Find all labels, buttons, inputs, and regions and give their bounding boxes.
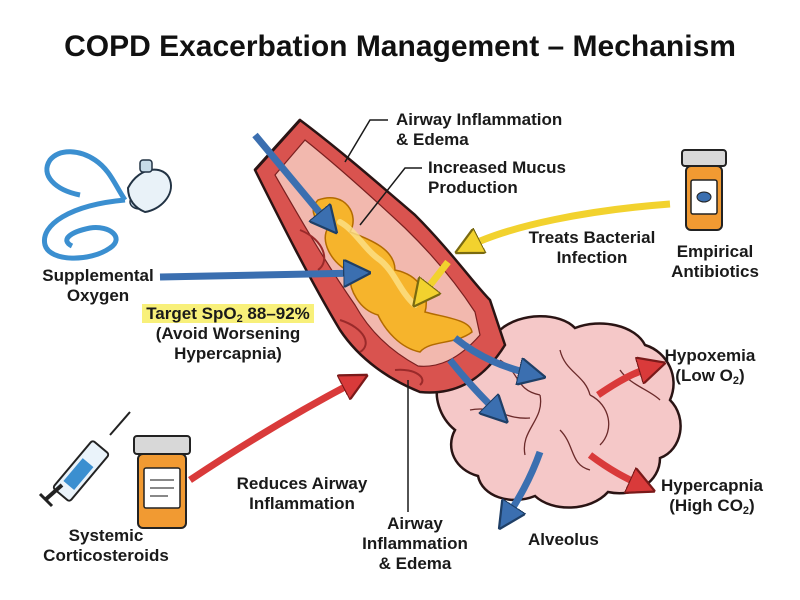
antibiotic-bottle-icon [681,149,727,231]
antibiotic-action-arrow [465,200,671,248]
label-airway-inflammation-bottom: Airway Inflammation & Edema [362,514,468,573]
oxygen-delivery-arrow [159,273,360,277]
leader-mucus [359,167,422,226]
corticosteroid-action-arrow [188,380,358,483]
airflow-arrow-alveolus-out [505,450,544,520]
page-title: COPD Exacerbation Management – Mechanism [64,30,736,63]
antibiotic-mucus-arrow [420,259,451,298]
label-hypercapnia: Hypercapnia (High CO2) [660,476,764,517]
label-hypoxemia: Hypoxemia (Low O2) [664,346,756,387]
corticosteroid-bottle-icon [133,435,191,529]
airflow-arrow-to-alveolus-1 [452,335,535,375]
target-highlight: Target SpO2 88–92% [142,304,314,325]
label-target-spo2: Target SpO2 88–92% (Avoid Worsening Hype… [128,304,328,364]
syringe-icon [38,411,131,508]
airflow-arrow-in-top [252,132,330,225]
oxygen-mask-icon [42,149,172,261]
leader-airway-top [344,119,388,163]
label-airway-inflammation-top: Airway Inflammation& Edema [396,110,563,149]
hypercapnia-arrow [587,452,645,487]
airflow-arrow-to-alveolus-2 [447,357,500,415]
mucus-highlight [337,219,418,308]
label-alveolus: Alveolus [528,530,599,549]
hypoxemia-arrow [596,366,655,398]
